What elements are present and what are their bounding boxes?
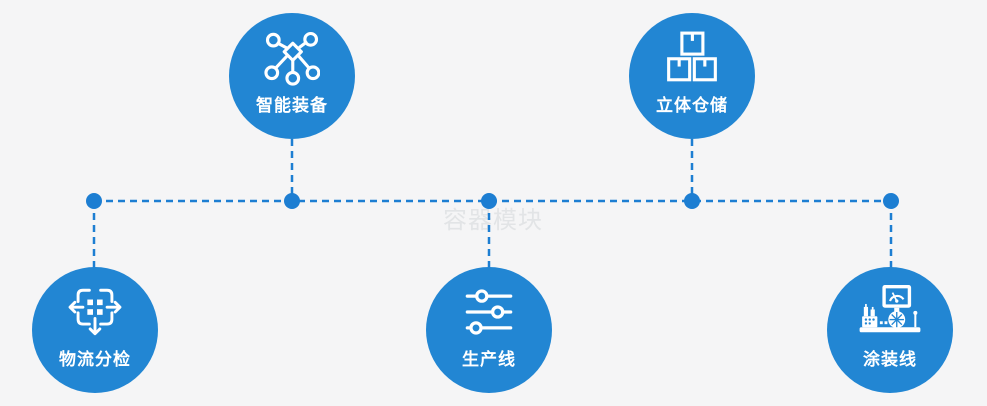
node-painting-line: 涂装线 [827,267,953,393]
junction-dot [684,193,700,209]
network-nodes-icon [264,28,320,88]
node-label: 涂装线 [863,350,917,370]
node-logistics-sorting: 物流分检 [32,267,158,393]
distribute-arrows-icon [66,282,124,342]
stacked-boxes-icon [664,28,720,88]
junction-dot [883,193,899,209]
node-smart-equipment: 智能装备 [229,13,355,139]
junction-dot [86,193,102,209]
node-label: 智能装备 [256,96,328,116]
machine-monitor-icon [852,282,928,342]
node-label: 立体仓储 [656,96,728,116]
junction-dot [481,193,497,209]
watermark-text: 容器模块 [443,206,543,234]
node-label: 生产线 [462,350,516,370]
junction-dot [284,193,300,209]
node-label: 物流分检 [59,350,131,370]
node-warehouse: 立体仓储 [629,13,755,139]
sliders-icon [463,282,515,342]
node-production-line: 生产线 [426,267,552,393]
